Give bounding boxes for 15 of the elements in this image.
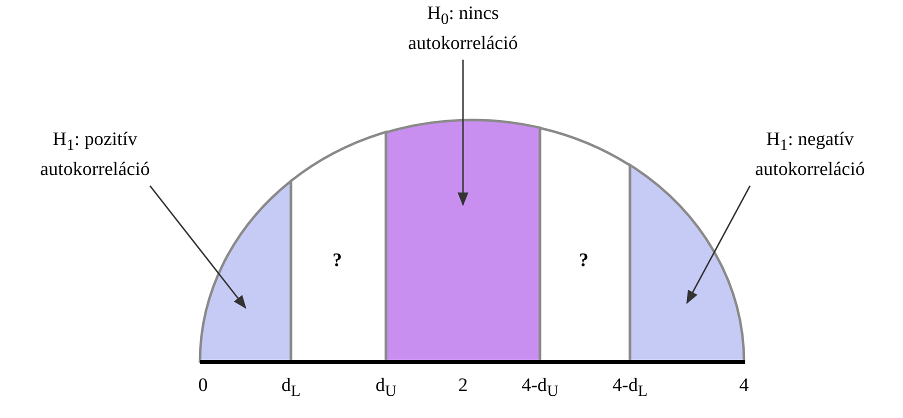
arrow — [458, 60, 468, 206]
arrow — [149, 185, 246, 309]
axis-label: 0 — [197, 375, 209, 397]
axis-label: 4 — [738, 375, 750, 397]
axis-label: 2 — [457, 375, 469, 397]
arrow — [686, 185, 751, 304]
axis-label: 4-d$_{U}$ — [520, 375, 560, 401]
hypothesis-label: H$_{1}$: negatív autokorreláció — [730, 128, 890, 182]
question-mark: ? — [579, 250, 588, 272]
axis-label: 4-d$_{L}$ — [612, 375, 648, 401]
axis-label: d$_{L}$ — [280, 375, 302, 401]
hypothesis-label: H$_{0}$: nincs autokorreláció — [378, 2, 548, 56]
question-mark: ? — [332, 250, 342, 272]
hypothesis-label: H$_{1}$: pozitív autokorreláció — [20, 128, 170, 182]
axis-label: d$_{U}$ — [374, 375, 398, 401]
